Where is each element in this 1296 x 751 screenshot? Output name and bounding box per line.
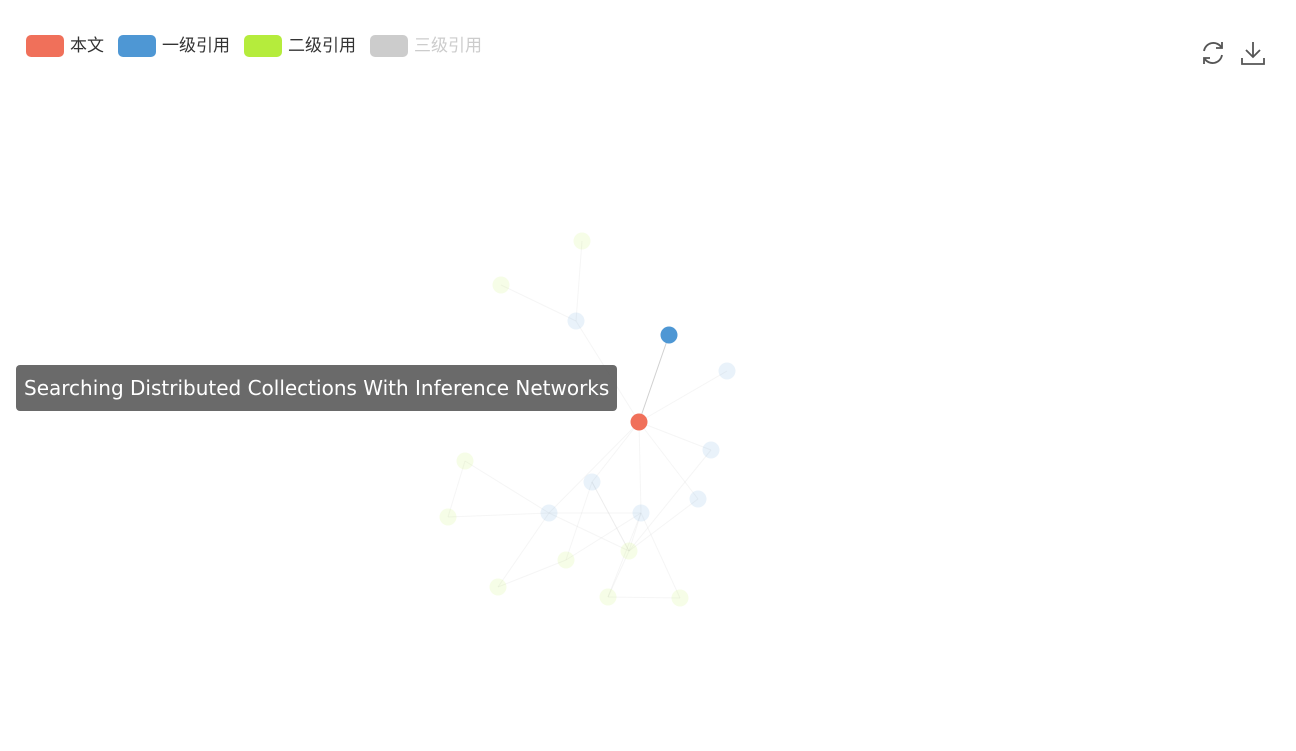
graph-edge: [565, 512, 642, 561]
legend-label: 二级引用: [288, 36, 356, 56]
graph-node-second-level[interactable]: [492, 276, 510, 294]
graph-node-second-level[interactable]: [620, 542, 638, 560]
legend-label: 三级引用: [414, 36, 482, 56]
graph-node-current[interactable]: [630, 413, 648, 431]
graph-node-first-level[interactable]: [632, 504, 650, 522]
graph-node-first-level[interactable]: [702, 441, 720, 459]
graph-node-first-level[interactable]: [718, 362, 736, 380]
graph-edge: [628, 512, 642, 552]
download-button[interactable]: [1238, 38, 1268, 68]
graph-node-second-level[interactable]: [439, 508, 457, 526]
graph-edge: [638, 421, 642, 514]
graph-node-first-level[interactable]: [689, 490, 707, 508]
graph-edge: [628, 449, 712, 552]
graph-node-second-level[interactable]: [456, 452, 474, 470]
legend-item-current[interactable]: 本文: [26, 35, 104, 57]
graph-edge: [638, 421, 699, 500]
graph-node-first-level[interactable]: [567, 312, 585, 330]
graph-edge: [548, 421, 640, 514]
graph-edge: [607, 512, 642, 598]
graph-node-second-level[interactable]: [557, 551, 575, 569]
graph-edge: [575, 240, 583, 322]
graph-node-first-level[interactable]: [540, 504, 558, 522]
graph-node-second-level[interactable]: [599, 588, 617, 606]
graph-edge: [638, 421, 712, 451]
graph-node-first-level[interactable]: [660, 326, 678, 344]
graph-node-second-level[interactable]: [671, 589, 689, 607]
graph-edge: [591, 481, 630, 552]
legend-label: 一级引用: [162, 36, 230, 56]
graph-edge: [638, 370, 728, 423]
graph-edge: [565, 481, 593, 561]
legend-item-second-level[interactable]: 二级引用: [244, 35, 356, 57]
graph-edge: [500, 284, 577, 322]
graph-node-first-level[interactable]: [583, 473, 601, 491]
legend-swatch: [118, 35, 156, 57]
refresh-button[interactable]: [1198, 38, 1228, 68]
toolbox: [1188, 38, 1268, 68]
refresh-icon: [1203, 42, 1223, 64]
graph-edge: [628, 498, 699, 552]
graph-edge: [607, 596, 681, 599]
download-icon: [1241, 42, 1265, 65]
graph-edge: [447, 512, 550, 518]
graph-edge: [591, 421, 640, 483]
graph-edge: [497, 512, 550, 588]
legend-swatch: [26, 35, 64, 57]
graph-edge: [497, 559, 567, 588]
legend-item-first-level[interactable]: 一级引用: [118, 35, 230, 57]
graph-edge: [548, 512, 630, 552]
graph-edge: [591, 481, 630, 552]
graph-edge: [638, 334, 670, 423]
graph-edge: [607, 550, 630, 598]
graph-edge: [464, 460, 550, 514]
node-tooltip: Searching Distributed Collections With I…: [16, 365, 618, 411]
graph-edge: [640, 512, 681, 599]
legend-label: 本文: [70, 36, 104, 56]
legend-item-third-level[interactable]: 三级引用: [370, 35, 482, 57]
graph-node-second-level[interactable]: [489, 578, 507, 596]
graph-edge: [447, 460, 466, 518]
legend-swatch: [370, 35, 408, 57]
graph-node-second-level[interactable]: [573, 232, 591, 250]
legend-swatch: [244, 35, 282, 57]
legend: 本文 一级引用 二级引用 三级引用: [26, 35, 496, 57]
